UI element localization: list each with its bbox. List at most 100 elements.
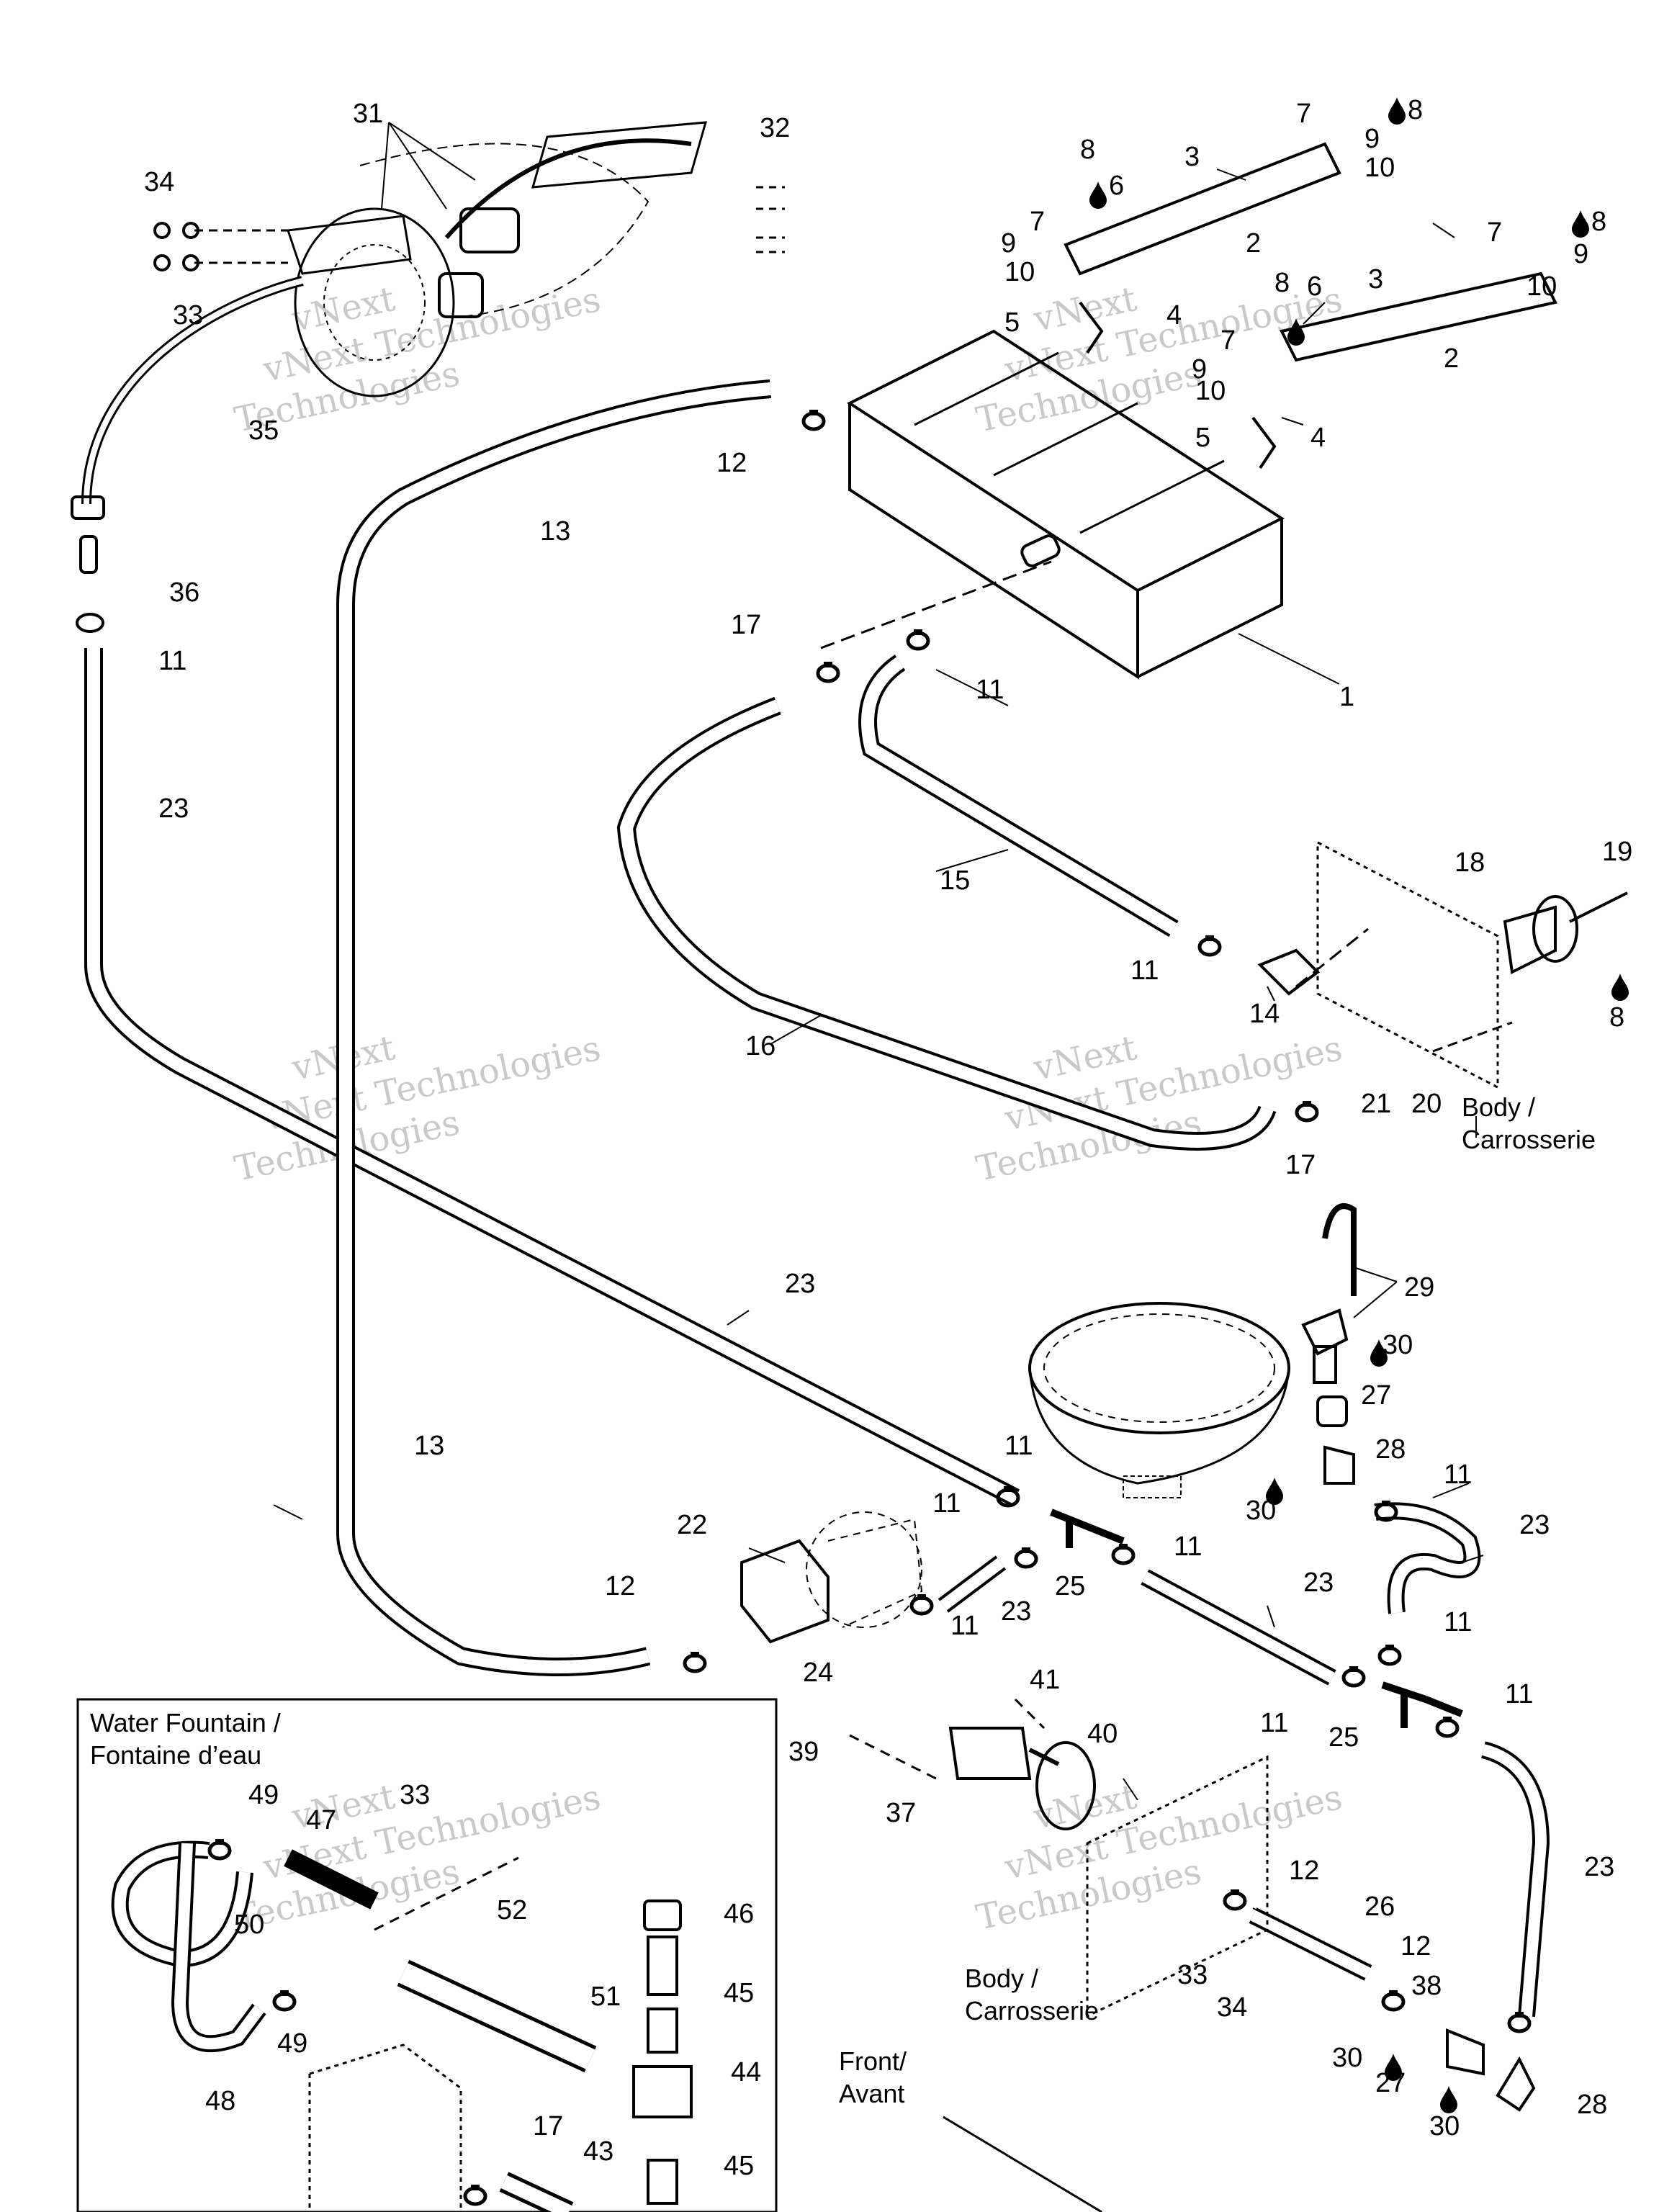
callout: 18 (1455, 848, 1485, 878)
callout: 7 (1296, 99, 1311, 129)
callout: 30 (1246, 1496, 1276, 1526)
callout: 2 (1246, 228, 1261, 258)
callout: 23 (1001, 1596, 1031, 1627)
body-label-lower: Carrosserie (965, 1996, 1099, 2026)
callout: 17 (533, 2111, 563, 2141)
callout: 5 (1195, 423, 1210, 453)
callout: 12 (605, 1571, 635, 1601)
callout: 48 (205, 2086, 235, 2116)
callout: 23 (1519, 1510, 1550, 1540)
callout: 27 (1361, 1380, 1391, 1411)
callout: 9 (1573, 239, 1588, 269)
callout: 7 (1487, 217, 1502, 248)
pump (740, 1511, 923, 1644)
callout: 3 (1184, 142, 1200, 172)
text-labels: Body / Carrosserie Body / Carrosserie Fr… (90, 1092, 1596, 2108)
callout: 41 (1030, 1665, 1060, 1695)
callout: 10 (1195, 376, 1226, 406)
callout: 11 (1444, 1460, 1472, 1490)
callout: 25 (1055, 1571, 1085, 1601)
callout: 33 (400, 1780, 430, 1810)
callout: 11 (1505, 1679, 1533, 1709)
filler-neck-assembly (71, 121, 785, 633)
body-label-lower: Body / (965, 1964, 1038, 1993)
callout: 24 (803, 1658, 833, 1688)
callout: 11 (158, 646, 186, 676)
callout: 12 (1401, 1931, 1431, 1961)
callout: 28 (1577, 2090, 1607, 2120)
callout: 4 (1166, 300, 1182, 331)
callout: 8 (1274, 268, 1290, 298)
callout: 11 (1004, 1431, 1033, 1461)
front-label: Avant (839, 2079, 904, 2108)
front-label: Front/ (839, 2046, 907, 2076)
callout: 8 (1408, 95, 1423, 125)
inset-title: Water Fountain / (90, 1708, 281, 1737)
callout: 30 (1332, 2043, 1362, 2073)
callout: 12 (1289, 1856, 1319, 1886)
callout: 15 (940, 866, 970, 896)
callout: 39 (788, 1737, 819, 1767)
body-label-upper: Body / (1462, 1092, 1535, 1122)
callout: 50 (234, 1910, 264, 1940)
callout: 29 (1404, 1272, 1434, 1303)
callout: 11 (1444, 1607, 1472, 1637)
callout: 32 (760, 113, 790, 143)
callout: 31 (353, 99, 383, 129)
callout: 11 (1174, 1532, 1202, 1562)
callout: 52 (497, 1895, 527, 1925)
callout: 11 (976, 675, 1004, 705)
callout: 34 (144, 167, 174, 197)
callout: 10 (1527, 271, 1557, 302)
callout: 23 (1303, 1568, 1334, 1598)
callout: 10 (1364, 153, 1395, 183)
callout: 27 (1375, 2068, 1406, 2098)
callout: 30 (1382, 1330, 1413, 1360)
callout: 8 (1609, 1002, 1624, 1033)
callout: 8 (1591, 207, 1606, 237)
inset-title: Fontaine d’eau (90, 1740, 261, 1770)
callout: 36 (169, 577, 199, 608)
callout: 10 (1004, 257, 1035, 287)
callout: 25 (1328, 1722, 1359, 1753)
callout: 4 (1310, 423, 1326, 453)
callout: 19 (1602, 837, 1632, 867)
callout: 49 (277, 2028, 307, 2059)
callout: 45 (724, 1978, 754, 2008)
watermark: vNext vNext Technologies Technologies vN… (231, 279, 1346, 1938)
sink-bowl (1028, 1302, 1290, 1498)
callout: 3 (1368, 264, 1383, 295)
callout: 11 (932, 1488, 961, 1519)
callout: 13 (540, 516, 570, 547)
callout: 44 (731, 2057, 761, 2087)
inset-frame (76, 1698, 778, 2212)
callout: 11 (1130, 956, 1159, 986)
callout-numbers: 1 2 2 3 3 4 4 5 5 6 6 7 7 7 7 8 8 8 8 8 … (144, 95, 1632, 2181)
callout: 11 (950, 1611, 979, 1641)
callout: 22 (677, 1510, 707, 1540)
callout: 9 (1192, 354, 1207, 385)
callout: 17 (1285, 1150, 1316, 1180)
callout: 7 (1030, 207, 1045, 237)
callout: 16 (745, 1031, 775, 1061)
callout: 51 (590, 1982, 621, 2012)
callout: 5 (1004, 307, 1020, 338)
callout: 6 (1109, 171, 1124, 201)
callout: 35 (248, 415, 279, 446)
callout: 17 (731, 610, 761, 640)
diagram-geometry (71, 121, 1628, 2212)
callout: 14 (1249, 999, 1280, 1029)
callout: 33 (173, 300, 203, 331)
leader-lines (273, 122, 1484, 1916)
callout: 34 (1217, 1992, 1247, 2023)
callout: 28 (1375, 1434, 1406, 1465)
callout: 11 (1260, 1708, 1288, 1738)
body-label-upper: Carrosserie (1462, 1125, 1596, 1154)
callout: 40 (1087, 1719, 1118, 1749)
callout: 47 (306, 1805, 336, 1835)
callout: 21 (1361, 1089, 1391, 1119)
callout: 9 (1364, 124, 1380, 154)
callout: 13 (414, 1431, 444, 1461)
callout: 45 (724, 2151, 754, 2181)
